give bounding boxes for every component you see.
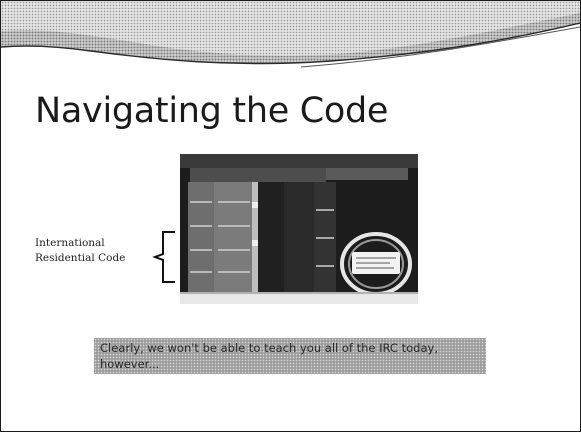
bracket-icon [152, 231, 175, 283]
callout-label-line-2: Residential Code [35, 252, 126, 264]
slide-title: Navigating the Code [35, 91, 389, 131]
code-book-photo-icon [180, 154, 418, 304]
note-box: Clearly, we won't be able to teach you a… [94, 338, 486, 374]
callout-label-line-1: International [35, 237, 105, 249]
callout-label: International Residential Code [35, 236, 155, 266]
header-swoosh-band [1, 1, 580, 68]
